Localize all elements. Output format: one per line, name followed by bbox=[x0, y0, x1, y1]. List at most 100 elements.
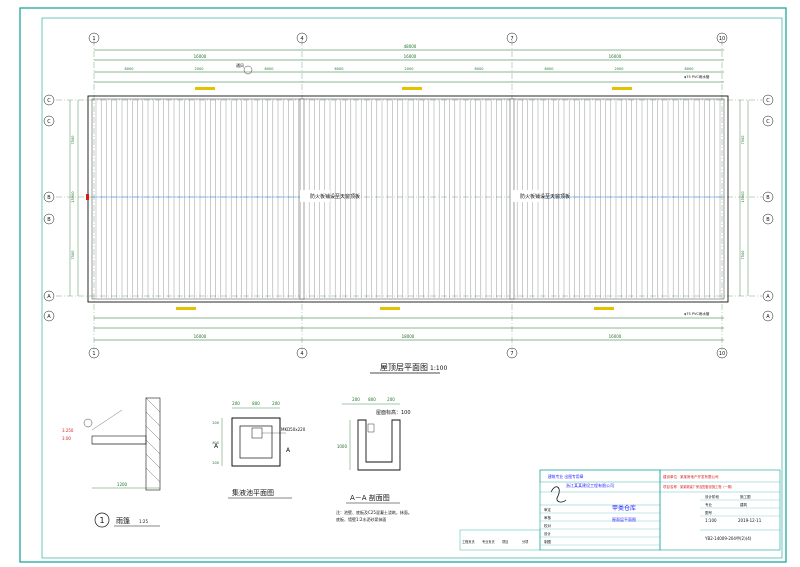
dim-top-sub: 2000 bbox=[195, 67, 204, 71]
dim-vertical: 7500 bbox=[71, 251, 75, 260]
pit-section-dim-top-3: 200 bbox=[387, 397, 395, 402]
axis-left-B-2: B bbox=[43, 191, 55, 203]
pit-plan-dim-side-3: 200 bbox=[212, 461, 219, 465]
axis-right-C-0-label: C bbox=[766, 98, 770, 104]
axis-left-C-0: C bbox=[43, 94, 55, 106]
axis-top-1: 1 bbox=[88, 32, 100, 44]
signer-1: 审核 bbox=[544, 515, 552, 520]
ridge-text-left: 防火板铺设至天窗顶板 bbox=[310, 193, 360, 200]
axis-left-C-0-label: C bbox=[47, 98, 51, 104]
axis-bottom-1-label: 1 bbox=[92, 351, 95, 357]
dim-vertical: 7500 bbox=[71, 136, 75, 145]
canopy-scale: 1:25 bbox=[139, 519, 148, 524]
signer-2: 校对 bbox=[544, 523, 552, 528]
tb-row-key-2: 图号 bbox=[705, 510, 713, 515]
canopy-note-2: 3.00 bbox=[62, 436, 71, 441]
pit-section-dim-top-2: 800 bbox=[368, 397, 376, 402]
tb-date: 2019-12-11 bbox=[738, 518, 762, 523]
roof-panel-ribs bbox=[95, 100, 721, 298]
axis-right-A-5-label: A bbox=[766, 314, 770, 320]
marker-yellow-4 bbox=[176, 307, 196, 310]
axis-top-7-label: 7 bbox=[510, 36, 513, 42]
axis-left-B-2-label: B bbox=[47, 195, 51, 201]
dim-top-sub: 6000 bbox=[545, 67, 554, 71]
pit-section-tag: 屋面标高：100 bbox=[376, 409, 411, 416]
pit-plan-dim-top-2: 800 bbox=[252, 401, 260, 406]
pit-plan-dim-top-3: 200 bbox=[272, 401, 280, 406]
axis-right-C-0: C bbox=[762, 94, 774, 106]
dim-bottom-right: 16000 bbox=[609, 334, 622, 339]
pit-section-detail: 200 800 200 1000 屋面标高：100 A－A 剖面图 注：池壁、底… bbox=[336, 397, 412, 522]
pit-section-dim-top-1: 200 bbox=[352, 397, 360, 402]
pit-plan-section-a-left: A bbox=[214, 443, 219, 450]
marker-yellow-5 bbox=[380, 307, 400, 310]
pit-plan-label: MKD50x220 bbox=[281, 427, 306, 432]
footer-cell-2: 项目 bbox=[502, 540, 508, 544]
marker-yellow-3 bbox=[612, 87, 632, 90]
dim-top-sub: 2000 bbox=[405, 67, 414, 71]
axis-bottom-10-label: 10 bbox=[719, 351, 725, 357]
marker-yellow-6 bbox=[594, 307, 614, 310]
dim-bottom-overall: 18000 bbox=[402, 334, 415, 339]
canopy-note-1: 3.250 bbox=[62, 428, 74, 433]
axis-right-B-2: B bbox=[762, 191, 774, 203]
footer-row: 工程负责专业负责项目分项 bbox=[462, 539, 529, 544]
footer-cell-3: 分项 bbox=[522, 539, 529, 544]
dim-bottom-left: 16000 bbox=[194, 334, 207, 339]
axis-left-B-3-label: B bbox=[47, 217, 51, 223]
company-name: 浙江某某建设工程有限公司 bbox=[566, 482, 614, 488]
project-value: 某某房地产开发有限公司 bbox=[680, 474, 719, 479]
tb-row-key-1: 专业 bbox=[705, 502, 713, 507]
sheet-frame-inner bbox=[41, 17, 783, 559]
dim-top-sub: 6000 bbox=[475, 67, 484, 71]
axis-bubbles-left: C C B B A A bbox=[43, 94, 55, 322]
pit-section-note-1: 注：池壁、底板及C25混凝土浇筑，抹面。 bbox=[336, 509, 412, 515]
pit-section-title: A－A 剖面图 bbox=[350, 493, 390, 502]
plan-scale: 1:100 bbox=[430, 365, 447, 372]
drawing-name: 甲类仓库 bbox=[612, 504, 636, 512]
vent-label: 通风 bbox=[236, 62, 244, 68]
footer-cell-0: 工程负责 bbox=[462, 539, 475, 544]
axis-bottom-7: 7 bbox=[506, 347, 518, 359]
axis-bubbles-right: C C B B A A bbox=[762, 94, 774, 322]
canopy-detail: 3.250 3.00 1200 1 雨篷 1:25 bbox=[62, 397, 161, 528]
dim-top-sub: 6000 bbox=[125, 67, 134, 71]
dim-top-sub: 6000 bbox=[685, 67, 694, 71]
dim-top-partial-left: 16000 bbox=[194, 54, 207, 59]
axis-top-1-label: 1 bbox=[92, 36, 95, 42]
tb-scale: 1:100 bbox=[705, 518, 717, 523]
signer-3: 设计 bbox=[544, 531, 552, 536]
axis-right-B-2-label: B bbox=[766, 195, 770, 201]
dim-vertical: 15000 bbox=[741, 191, 745, 202]
axis-left-A-5-label: A bbox=[47, 314, 51, 320]
axis-left-A-4-label: A bbox=[47, 294, 51, 300]
pit-plan-title: 集液池平面图 bbox=[232, 488, 274, 497]
axis-right-C-1-label: C bbox=[766, 119, 770, 125]
axis-left-A-5: A bbox=[43, 310, 55, 322]
pit-section-note-2: 底板、墙壁1:2水泥砂浆抹面 bbox=[336, 516, 386, 522]
gutter-label-top: φ75 PVC雨水管 bbox=[684, 74, 710, 79]
axis-right-B-3-label: B bbox=[766, 217, 770, 223]
axis-left-C-1: C bbox=[43, 115, 55, 127]
project-label: 建设单位 bbox=[663, 474, 677, 479]
canopy-title: 雨篷 bbox=[116, 516, 130, 525]
dim-top-partial-mid: 16000 bbox=[404, 54, 417, 59]
pit-plan-section-a-right: A bbox=[286, 447, 291, 454]
signer-0: 审定 bbox=[544, 507, 552, 512]
axis-bottom-7-label: 7 bbox=[510, 351, 513, 357]
axis-right-B-3: B bbox=[762, 213, 774, 225]
company-logo bbox=[550, 486, 567, 503]
axis-right-A-4-label: A bbox=[766, 294, 770, 300]
stamp-text: 建筑专业 出图专用章 bbox=[548, 474, 584, 479]
pit-plan-dim-side-2: 800 bbox=[212, 441, 219, 445]
pit-plan-detail: 200 800 200 200 800 200 MKD50x220 A A 集液… bbox=[212, 401, 306, 499]
dim-vertical: 7500 bbox=[741, 251, 745, 260]
